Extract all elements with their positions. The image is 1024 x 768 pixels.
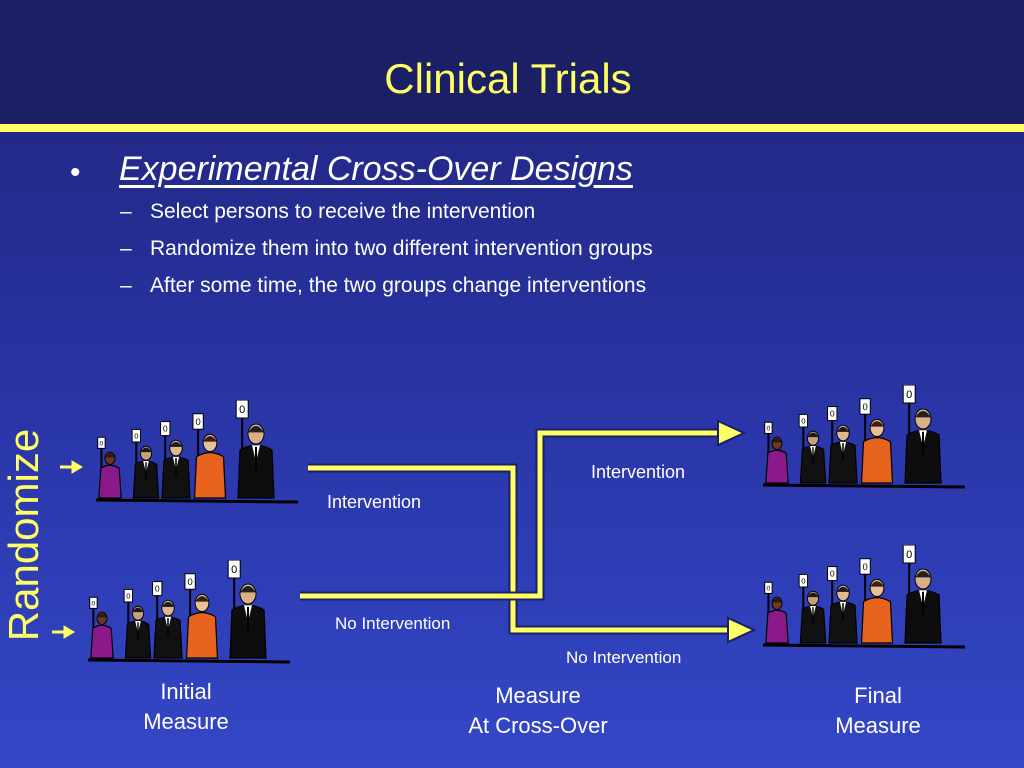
sign-glyph: 0 — [830, 569, 835, 579]
sign-glyph: 0 — [163, 424, 168, 434]
sign-glyph: 0 — [239, 404, 245, 416]
group-initial-bottom: 0 0 0 0 0 — [87, 560, 291, 664]
sign-glyph: 0 — [767, 425, 771, 432]
person-figure: 0 — [131, 428, 160, 499]
person-figure: 0 — [235, 400, 275, 499]
input-arrow-top — [60, 460, 83, 474]
sign-glyph: 0 — [195, 417, 200, 428]
arrowhead-bottom — [727, 616, 757, 644]
label-no-intervention-first: No Intervention — [335, 614, 451, 633]
group-initial-top: 0 0 0 0 0 — [95, 400, 299, 504]
person-figure: 0 — [123, 588, 152, 659]
group-final-bottom: 0 0 0 0 0 — [762, 545, 966, 649]
input-arrow-bottom — [52, 625, 75, 639]
person-figure: 0 — [827, 406, 858, 484]
sub-item-3: –After some time, the two groups change … — [120, 274, 647, 297]
person-figure: 0 — [89, 596, 114, 659]
person-figure: 0 — [192, 413, 227, 499]
sign-glyph: 0 — [801, 577, 805, 586]
person-figure: 0 — [764, 421, 789, 484]
group-final-top: 0 0 0 0 0 — [762, 385, 966, 489]
person-figure: 0 — [184, 573, 219, 659]
sign-glyph: 0 — [862, 402, 867, 413]
sign-glyph: 0 — [100, 440, 104, 447]
sign-glyph: 0 — [231, 564, 237, 576]
person-figure: 0 — [859, 398, 894, 484]
title-rule — [0, 124, 1024, 132]
label-intervention-first: Intervention — [327, 492, 422, 512]
sub-item-2: –Randomize them into two different inter… — [120, 237, 653, 260]
person-figure: 0 — [902, 545, 942, 644]
sign-glyph: 0 — [862, 562, 867, 573]
person-figure: 0 — [160, 421, 191, 499]
sign-glyph: 0 — [155, 584, 160, 594]
caption-final-measure: Final Measure — [835, 683, 921, 738]
sign-glyph: 0 — [830, 409, 835, 419]
person-figure: 0 — [827, 566, 858, 644]
person-figure: 0 — [227, 560, 267, 659]
person-figure: 0 — [859, 558, 894, 644]
person-figure: 0 — [798, 413, 827, 484]
person-figure: 0 — [152, 581, 183, 659]
title-band — [0, 0, 1024, 124]
person-figure: 0 — [764, 581, 789, 644]
label-intervention-second: Intervention — [591, 462, 686, 482]
bullet-heading: Experimental Cross-Over Designs — [119, 150, 633, 188]
sub-item-1: –Select persons to receive the intervent… — [120, 200, 536, 223]
label-no-intervention-second: No Intervention — [566, 648, 682, 667]
sign-glyph: 0 — [134, 432, 138, 441]
person-figure: 0 — [902, 385, 942, 484]
sign-glyph: 0 — [187, 577, 192, 588]
sign-glyph: 0 — [801, 417, 805, 426]
sign-glyph: 0 — [906, 389, 912, 401]
sign-glyph: 0 — [906, 549, 912, 561]
sign-glyph: 0 — [126, 592, 130, 601]
sign-glyph: 0 — [92, 600, 96, 607]
caption-initial-measure: Initial Measure — [143, 679, 229, 734]
bullet-marker: • — [70, 156, 81, 189]
person-figure: 0 — [798, 573, 827, 644]
sign-glyph: 0 — [767, 585, 771, 592]
caption-crossover-measure: Measure At Cross-Over — [468, 683, 608, 738]
person-figure: 0 — [97, 436, 122, 499]
slide-title: Clinical Trials — [384, 55, 632, 102]
arrowhead-top — [717, 419, 747, 447]
